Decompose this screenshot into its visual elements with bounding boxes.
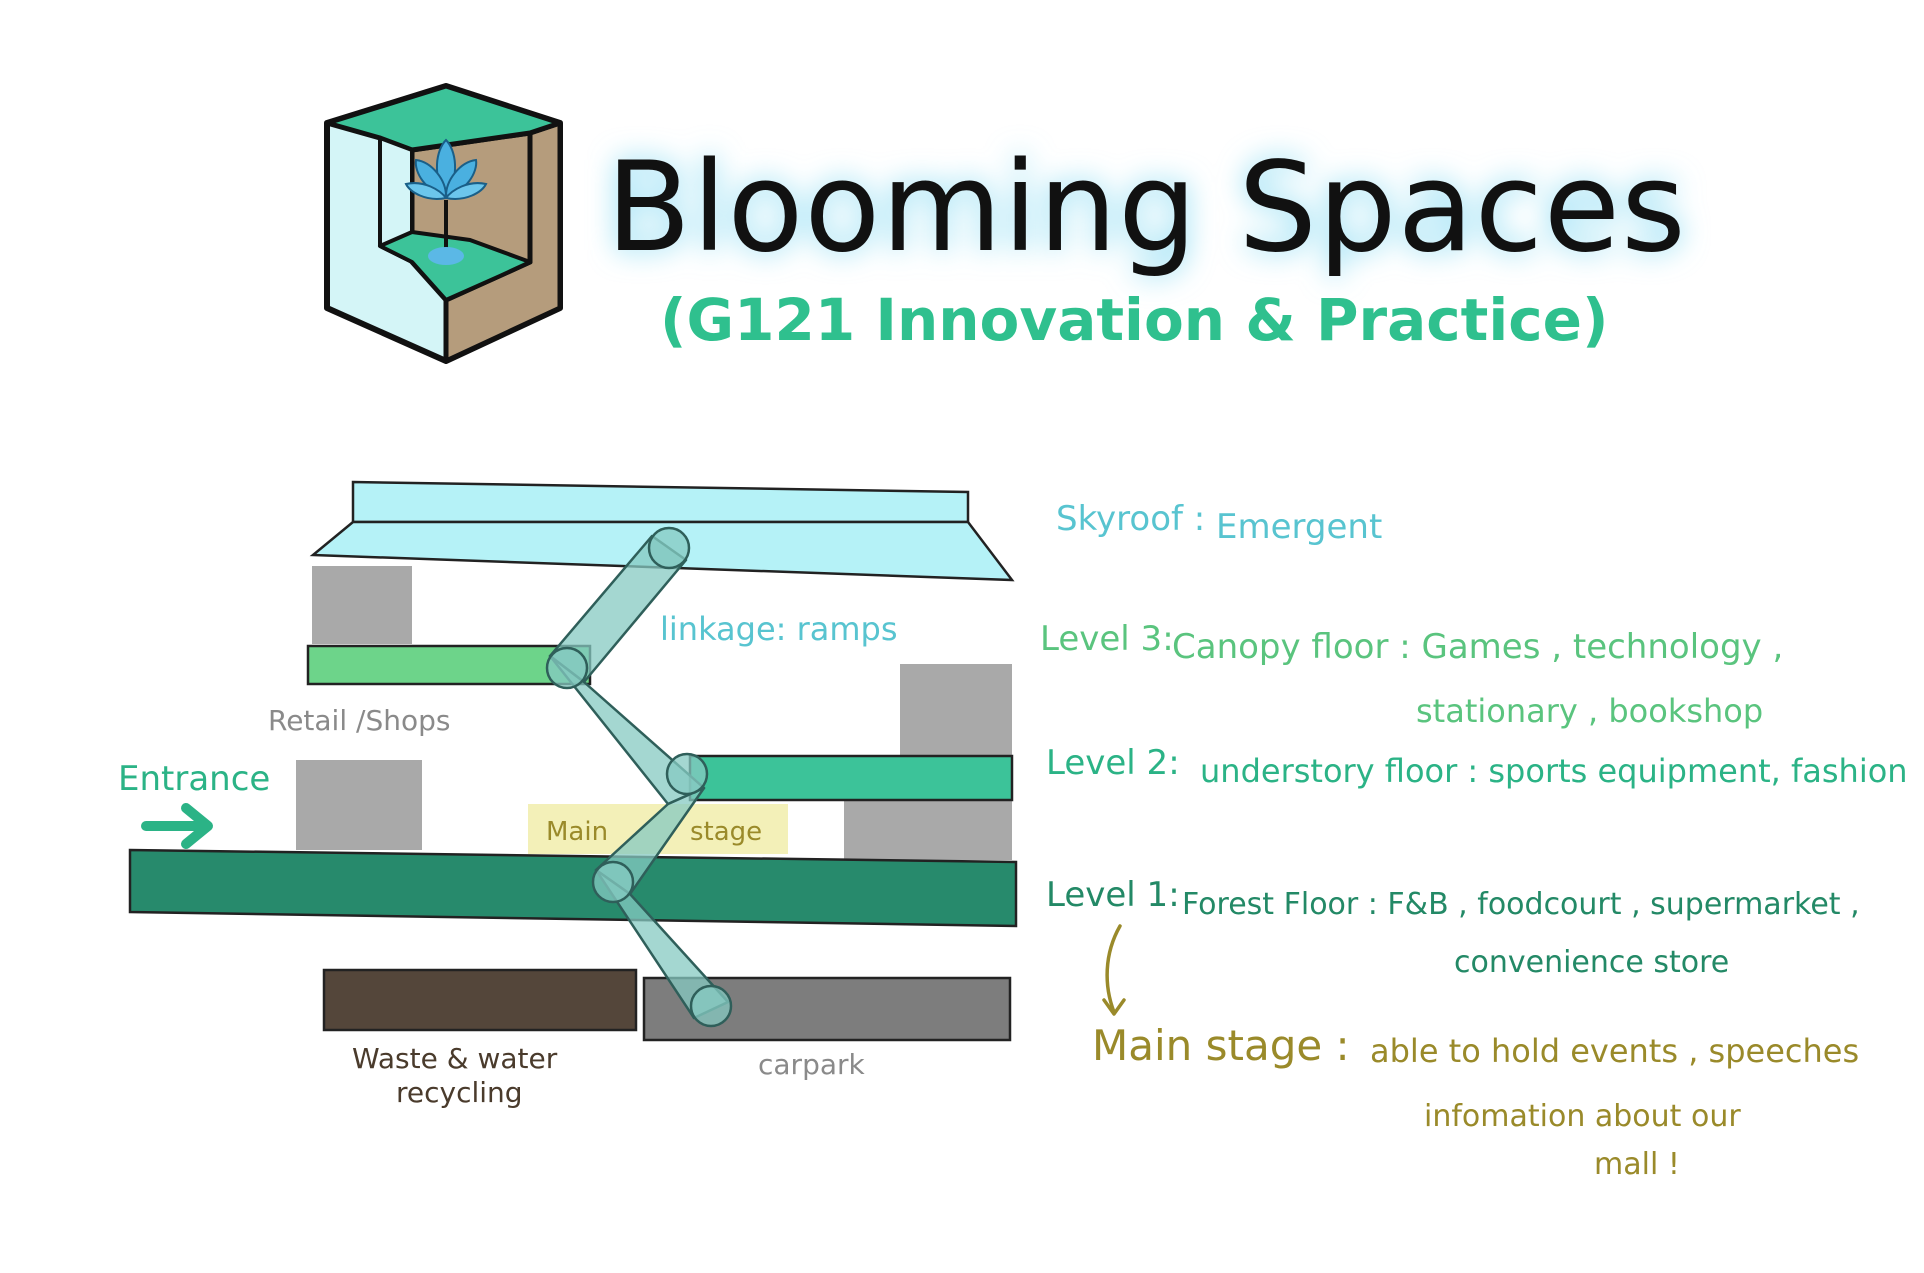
page-title: Blooming Spaces xyxy=(606,136,1687,280)
linkage-label: linkage: ramps xyxy=(660,610,898,648)
ramp-joint xyxy=(689,984,733,1028)
waste-recycling-block xyxy=(322,968,638,1032)
level2-annotation: Level 2: understory floor : sports equip… xyxy=(1046,743,1908,790)
level3-desc-line2: stationary , bookshop xyxy=(1416,692,1763,730)
logo-icon xyxy=(324,83,563,364)
linkage-ramps xyxy=(545,526,733,1028)
level1-annotation: Level 1: Forest Floor : F&B , foodcourt … xyxy=(1046,875,1860,980)
retail-block-level2-right xyxy=(900,664,1012,756)
main-stage-label-left: Main xyxy=(546,817,608,847)
level1-floor xyxy=(128,848,1018,928)
level2-name: Level 2: xyxy=(1046,743,1180,783)
page-subtitle: (G121 Innovation & Practice) xyxy=(660,286,1609,354)
retail-block-level1-left xyxy=(296,760,422,850)
waste-label-line2: recycling xyxy=(396,1076,523,1109)
level2-floor xyxy=(688,754,1014,802)
skyroof-desc: Emergent xyxy=(1216,507,1382,547)
level2-desc: understory floor : sports equipment, fas… xyxy=(1200,752,1908,790)
level3-name: Level 3: xyxy=(1040,619,1174,659)
ramp-joint xyxy=(647,526,691,570)
retail-block-level1-right xyxy=(844,800,1012,860)
level1-desc-line2: convenience store xyxy=(1454,945,1729,980)
main-stage-line2: infomation about our xyxy=(1424,1099,1741,1134)
ramp-joint xyxy=(591,860,635,904)
level3-floor xyxy=(306,644,592,686)
retail-label: Retail /Shops xyxy=(268,704,450,737)
main-stage-arrow-icon xyxy=(1102,924,1126,1016)
retail-block-level3 xyxy=(312,566,412,644)
entrance-label: Entrance xyxy=(118,759,270,799)
main-stage-line1: able to hold events , speeches xyxy=(1370,1032,1859,1070)
title-glow: Blooming Spaces xyxy=(606,136,1687,280)
skyroof-annotation: Skyroof : Emergent xyxy=(1056,499,1382,547)
main-stage-line3: mall ! xyxy=(1594,1147,1680,1182)
main-stage-annotation: Main stage : able to hold events , speec… xyxy=(1092,1021,1859,1182)
level1-desc-line1: Forest Floor : F&B , foodcourt , superma… xyxy=(1182,887,1860,922)
retail-blocks xyxy=(296,566,1012,860)
entrance-arrow-icon xyxy=(141,803,213,849)
waste-label-line1: Waste & water xyxy=(352,1042,558,1075)
ramp-joint xyxy=(545,646,589,690)
main-stage-name: Main stage : xyxy=(1092,1021,1350,1070)
skyroof-name: Skyroof : xyxy=(1056,499,1205,539)
level3-annotation: Level 3: Canopy floor : Games , technolo… xyxy=(1040,619,1783,730)
main-stage-label-right: stage xyxy=(690,817,762,847)
level1-name: Level 1: xyxy=(1046,875,1180,915)
level3-desc-line1: Canopy floor : Games , technology , xyxy=(1172,627,1783,667)
carpark-label: carpark xyxy=(758,1048,866,1081)
ramp-joint xyxy=(665,752,709,796)
